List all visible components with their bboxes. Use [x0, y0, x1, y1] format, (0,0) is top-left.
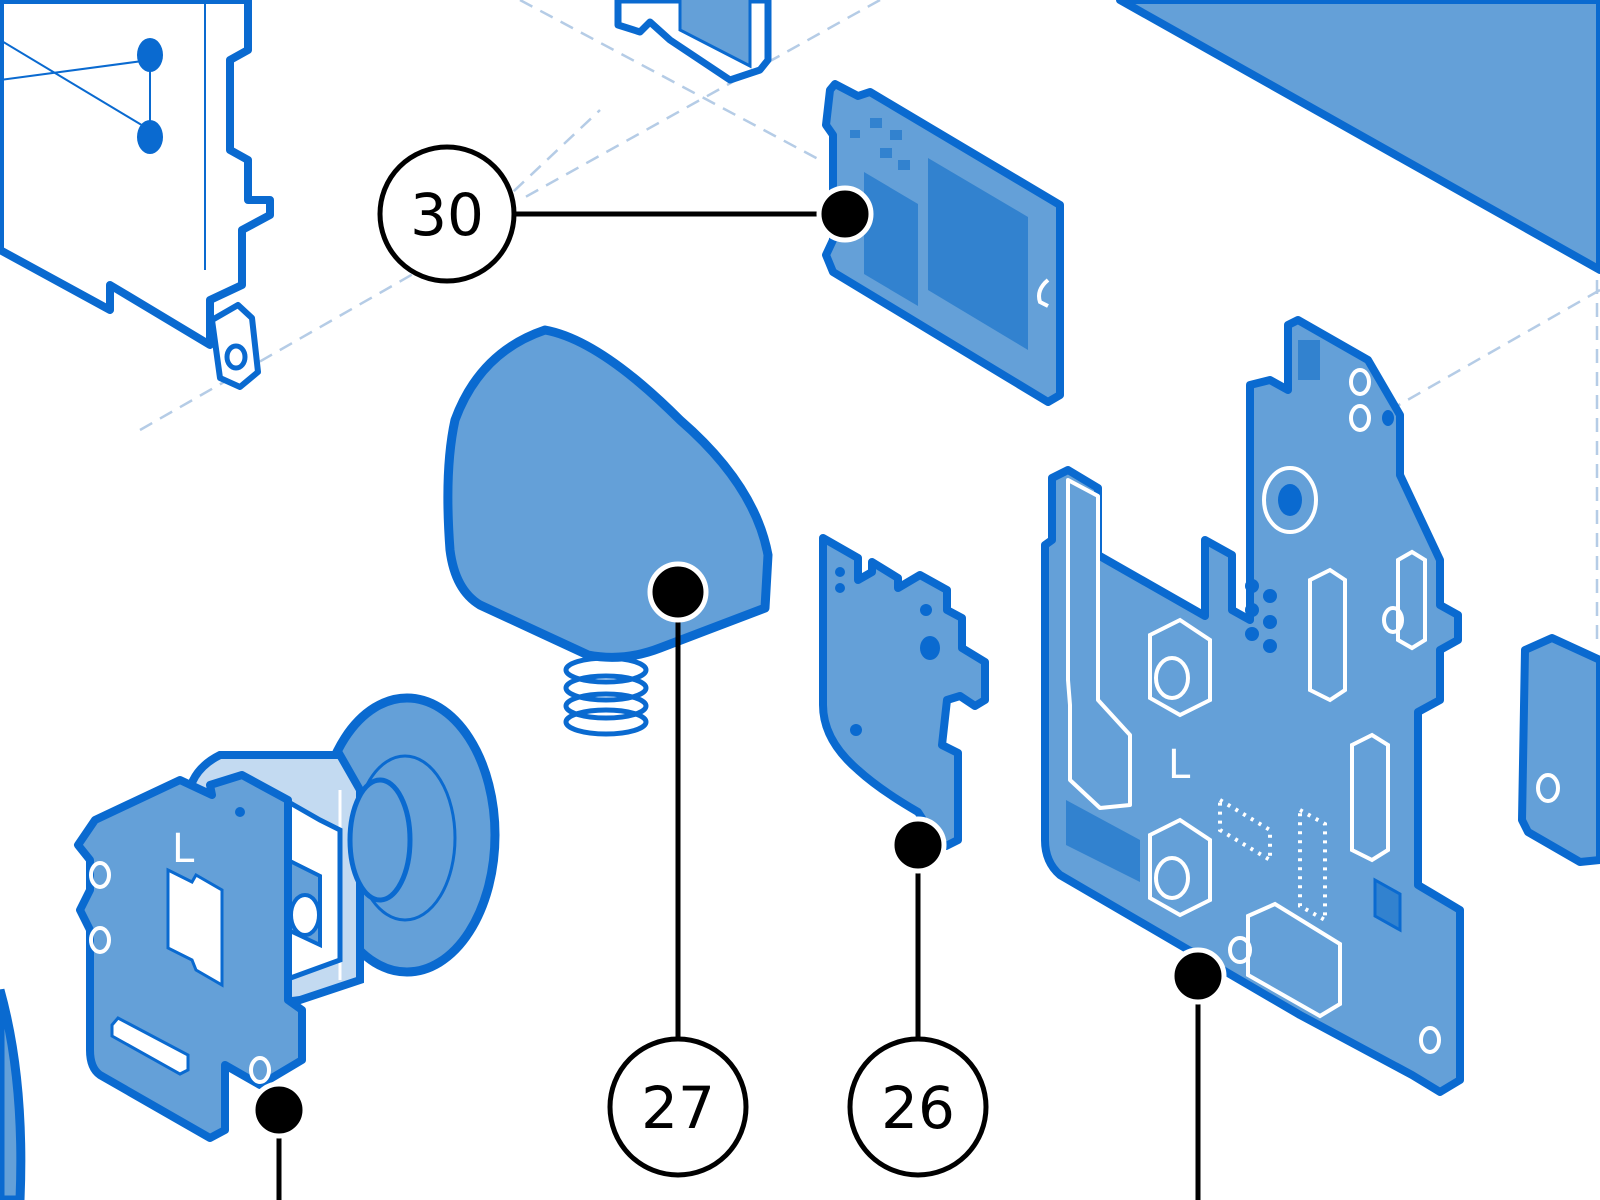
callout-26: 26: [847, 1036, 989, 1178]
trigger-button: [443, 325, 773, 737]
main-board: L: [1041, 316, 1464, 1096]
guide-lines: [139, 0, 1600, 640]
callout-number: 26: [881, 1074, 955, 1142]
side-panel: [1116, 0, 1600, 274]
pointer-dot-joystick: [250, 1081, 308, 1139]
edge-part: [1518, 634, 1600, 866]
joystick-module: L: [74, 693, 500, 1142]
lower-housing-edge: [0, 988, 26, 1200]
callout-30: 30: [377, 144, 517, 284]
top-connector-part: [614, 0, 772, 84]
module-letter: L: [172, 826, 195, 872]
pointer-dot-30: [816, 185, 874, 243]
button-bracket: [819, 534, 989, 850]
leader-lines: [276, 211, 1201, 1200]
spring: [563, 655, 649, 737]
callout-27: 27: [607, 1036, 749, 1178]
callout-number: 30: [410, 181, 484, 249]
pointer-dot-27: [647, 561, 709, 623]
tact-switch-upper: [1148, 617, 1212, 718]
board-letter: L: [1168, 742, 1191, 788]
leader-dots: [250, 185, 1227, 1139]
callout-number: 27: [641, 1074, 715, 1142]
pointer-dot-board: [1169, 947, 1227, 1005]
tact-switch-lower: [1148, 817, 1212, 918]
pointer-dot-26: [889, 816, 947, 874]
housing-bracket: [0, 0, 274, 390]
ssd-card: [822, 80, 1064, 406]
